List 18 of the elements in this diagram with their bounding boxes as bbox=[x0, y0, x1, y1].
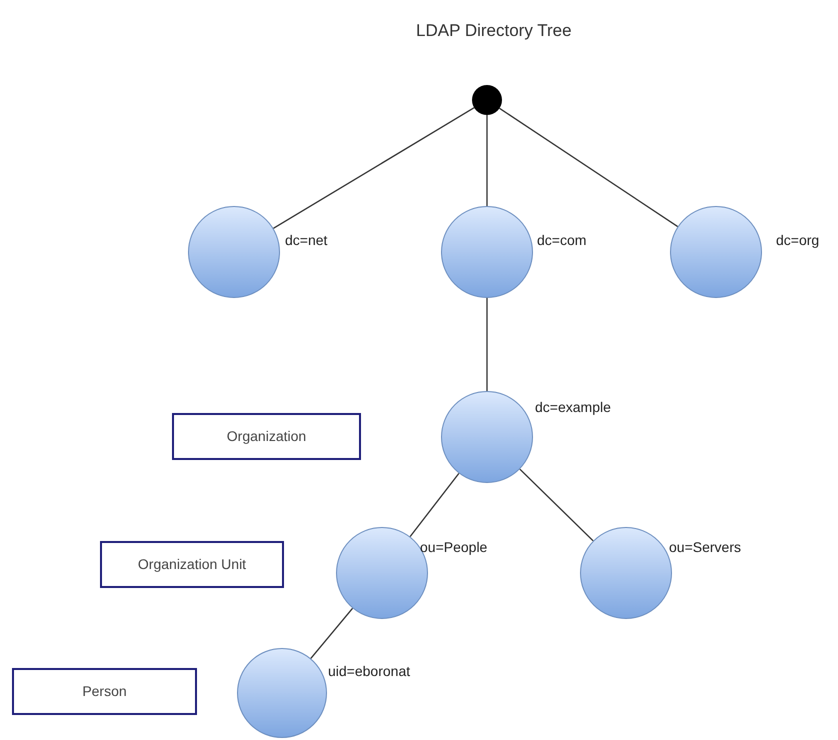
entry-label: dc=net bbox=[285, 231, 328, 250]
entry-label: dc=example bbox=[535, 398, 611, 417]
entry-label: dc=com bbox=[537, 231, 586, 250]
connector-line bbox=[499, 108, 678, 228]
diagram-title: LDAP Directory Tree bbox=[416, 20, 572, 42]
connector-line bbox=[273, 107, 474, 229]
entry-label: uid=eboronat bbox=[328, 662, 410, 681]
entry-label: dc=org bbox=[776, 231, 820, 250]
connector-line bbox=[519, 468, 594, 542]
label-box: Organization Unit bbox=[100, 541, 284, 588]
label-box: Organization bbox=[172, 413, 361, 460]
connector-line bbox=[310, 608, 354, 659]
connector-line bbox=[410, 473, 460, 537]
connector-line bbox=[486, 298, 488, 391]
entry-label: ou=Servers bbox=[669, 538, 741, 557]
label-box: Person bbox=[12, 668, 197, 715]
entry-label: ou=People bbox=[420, 538, 488, 557]
connector-line bbox=[486, 115, 488, 206]
